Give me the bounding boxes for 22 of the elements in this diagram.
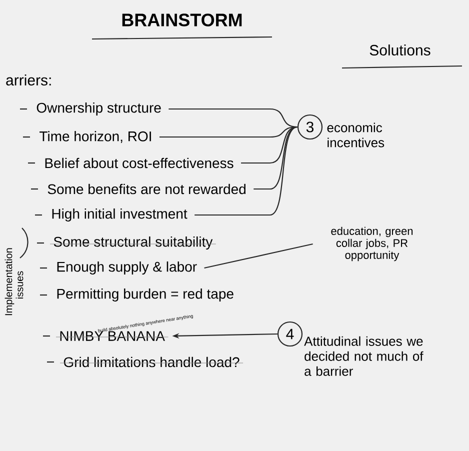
list-item: NIMBY BANANA xyxy=(56,331,168,341)
note-text: Attitudinal issues we decided not much of a barrier xyxy=(304,336,424,376)
connector xyxy=(194,126,298,216)
list-item: High initial investment xyxy=(52,208,188,222)
list-item: Permitting burden = red tape xyxy=(57,288,234,302)
solutions-heading: Solutions xyxy=(342,44,462,69)
list-item: Some benefits are not rewarded xyxy=(48,184,246,194)
connector xyxy=(168,108,298,128)
title: BRAINSTORM xyxy=(92,14,272,40)
section-heading: arriers: xyxy=(6,74,51,86)
connector xyxy=(241,126,298,164)
side-note: Implementation issues xyxy=(4,248,24,316)
list-item: Time horizon, ROI xyxy=(40,131,151,143)
list-item: Belief about cost-effectiveness xyxy=(45,158,234,168)
connector xyxy=(159,126,298,138)
solution-note: education, green collar jobs, PR opportunity xyxy=(331,226,413,262)
solution-text: economic incentives xyxy=(327,122,384,148)
list-item: Some structural suitability xyxy=(50,236,216,250)
connector xyxy=(204,243,313,269)
list-item: Ownership structure xyxy=(36,102,161,116)
list-item: Grid limitations handle load? xyxy=(60,356,244,368)
list-item: Enough supply & labor xyxy=(57,261,197,275)
